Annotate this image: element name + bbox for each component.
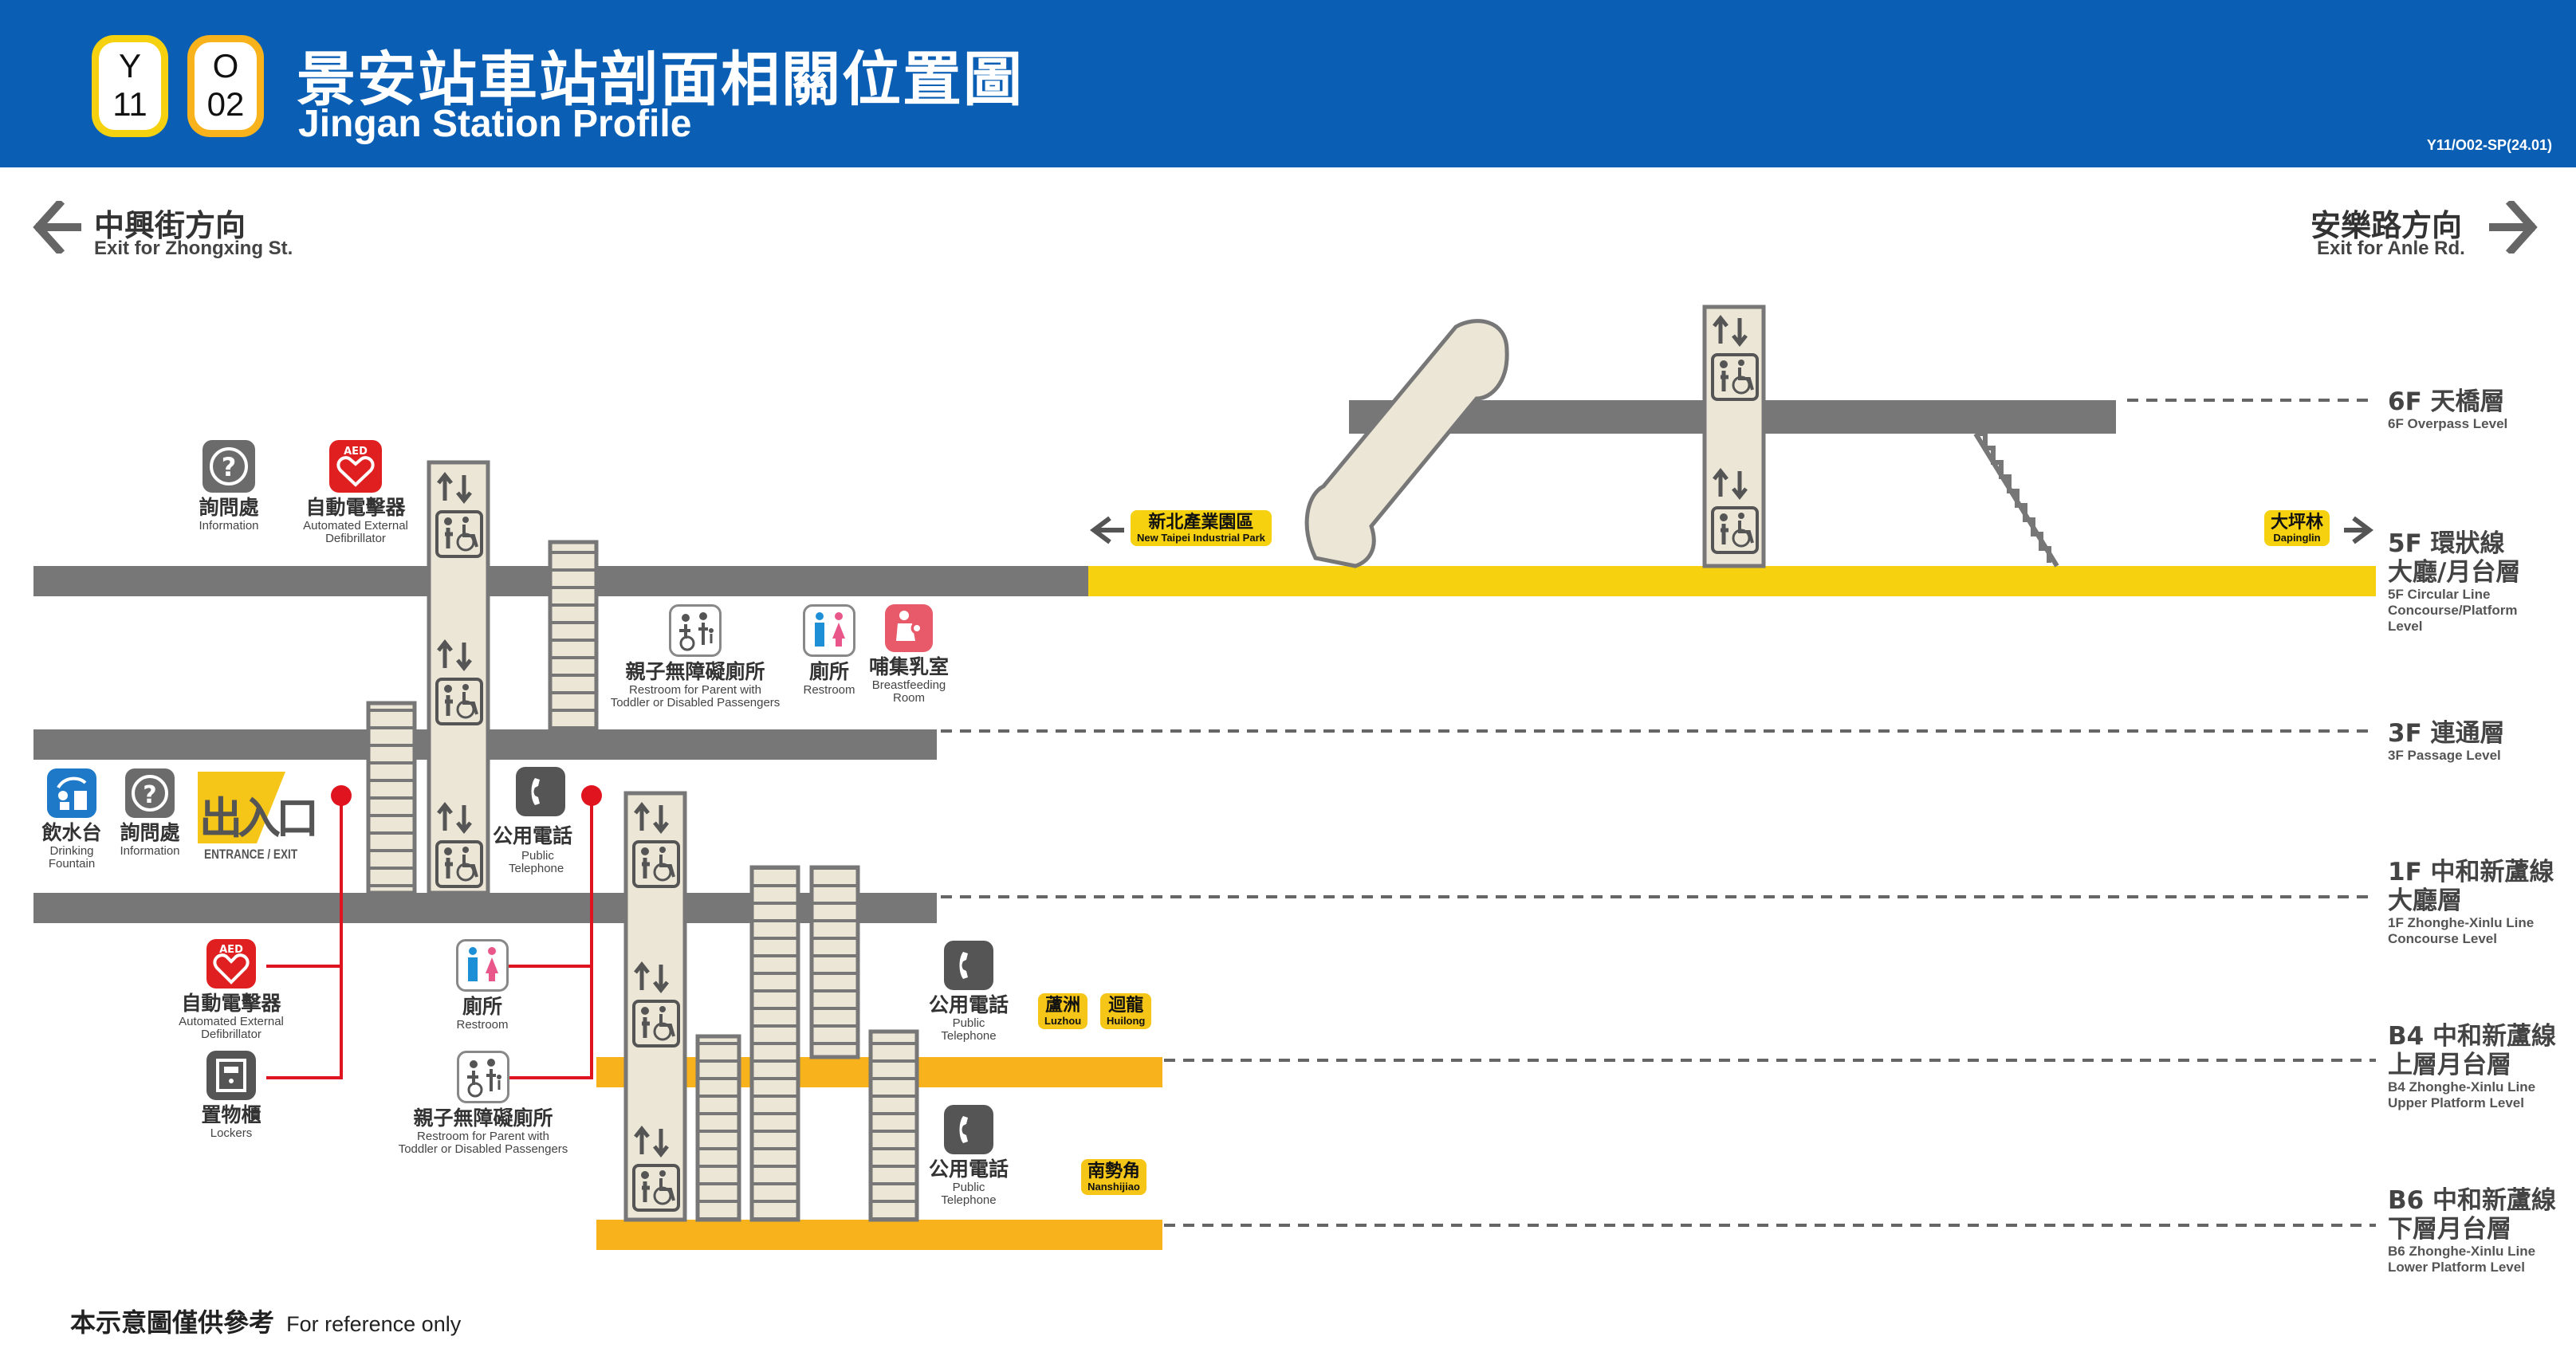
facility-public-telephone-b6: 公用電話 Public Telephone [917,1105,1021,1207]
facility-breastfeeding-room-3f: 哺集乳室 Breastfeeding Room [861,604,957,705]
svg-text:?: ? [222,452,237,482]
telephone-icon [944,1105,993,1154]
floor-label-b4: B4 中和新蘆線 上層月台層 B4 Zhonghe-Xinlu Line Upp… [2388,1022,2556,1110]
drinking-fountain-icon [47,768,96,818]
family-restroom-icon [669,604,722,657]
page-title-en: Jingan Station Profile [298,103,692,145]
facility-family-restroom-3f: 親子無障礙廁所 Restroom for Parent with Toddler… [600,604,791,709]
locker-icon [206,1051,256,1100]
direction-left-en: Exit for Zhongxing St. [94,238,293,259]
facility-aed-5f: AED 自動電擊器 Automated External Defibrillat… [284,440,427,545]
svg-text:AED: AED [344,446,368,458]
stairs-b4-b6 [868,1029,919,1222]
breastfeeding-icon [885,604,933,652]
floor-label-5f: 5F 環狀線 大廳/月台層 5F Circular Line Concourse… [2388,529,2521,634]
arrow-right-icon [2344,516,2373,544]
slab-1f [33,893,937,923]
badge-station-number: 11 [112,85,147,123]
badge-line-letter: Y [118,47,141,85]
entrance-exit-sign: 出入口 ENTRANCE / EXIT [198,772,319,867]
arrow-left-icon [1090,516,1124,544]
stairs-1f-b6 [749,865,800,1222]
svg-text:AED: AED [219,944,243,956]
floor-label-1f: 1F 中和新蘆線 大廳層 1F Zhonghe-Xinlu Line Conco… [2388,858,2554,946]
question-icon: ? [203,440,255,493]
facility-aed-1f: AED 自動電擊器 Automated External Defibrillat… [159,939,303,1041]
destination-new-taipei-industrial-park: 新北產業園區 New Taipei Industrial Park [1131,510,1272,546]
footer-note-zh: 本示意圖僅供參考 [70,1307,275,1338]
floor-label-3f: 3F 連通層 3F Passage Level [2388,719,2505,763]
diagram-code: Y11/O02-SP(24.01) [2426,137,2552,153]
stairs-3f-1f [366,701,417,895]
telephone-icon [516,767,565,816]
page-title-zh: 景安站車站剖面相關位置圖 [297,45,1024,114]
family-restroom-icon [457,1051,509,1103]
restroom-icon [803,604,855,657]
footer-note-en: For reference only [286,1312,462,1336]
destination-luzhou: 蘆洲 Luzhou [1038,993,1088,1029]
footer-note: 本示意圖僅供參考 For reference only [70,1303,461,1339]
connector-lines [266,796,593,1079]
stairs-5f-3f [548,540,599,731]
telephone-icon [944,941,993,990]
badge-station-number: 02 [206,85,245,123]
aed-heart-icon: AED [206,939,256,989]
svg-text:?: ? [143,781,156,809]
facility-information-1f: ? 詢問處 Information [108,768,191,858]
direction-right-en: Exit for Anle Rd. [2317,238,2465,259]
facility-public-telephone-b4: 公用電話 Public Telephone [917,941,1021,1043]
destination-dapinglin: 大坪林 Dapinglin [2264,510,2330,546]
facility-family-restroom-1f: 親子無障礙廁所 Restroom for Parent with Toddler… [387,1051,579,1156]
stairs-b4-a [695,1034,741,1222]
badge-line-letter: O [212,47,239,85]
facility-information-5f: ? 詢問處 Information [177,440,281,533]
aed-heart-icon: AED [329,440,382,493]
elevator-shaft-6f [1702,305,1766,568]
destination-huilong: 迴龍 Huilong [1100,993,1152,1029]
floor-label-6f: 6F 天橋層 6F Overpass Level [2388,387,2508,431]
stairs-1f-b4 [809,865,860,1059]
facility-restroom-3f: 廁所 Restroom [792,604,866,697]
slab-b6-platform [596,1220,1162,1250]
arrow-right-icon [2489,201,2538,254]
facility-restroom-1f: 廁所 Restroom [448,939,517,1032]
direction-left-zh: 中興街方向 [94,208,246,243]
facility-drinking-fountain-1f: 飲水台 Drinking Fountain [35,768,108,871]
question-icon: ? [125,768,175,818]
restroom-icon [456,939,509,992]
staircase-6f [1977,431,2051,563]
facility-public-telephone-1f: 公用電話 Public Telephone [485,767,596,875]
slab-5f-circular-platform [1088,566,2376,596]
floor-label-b6: B6 中和新蘆線 下層月台層 B6 Zhonghe-Xinlu Line Low… [2388,1186,2556,1275]
direction-right-zh: 安樂路方向 [2311,208,2463,243]
destination-nanshijiao: 南勢角 Nanshijiao [1081,1159,1147,1195]
escalator-6f [1304,319,1509,568]
facility-lockers-1f: 置物櫃 Lockers [191,1051,271,1140]
arrow-left-icon [33,201,81,254]
